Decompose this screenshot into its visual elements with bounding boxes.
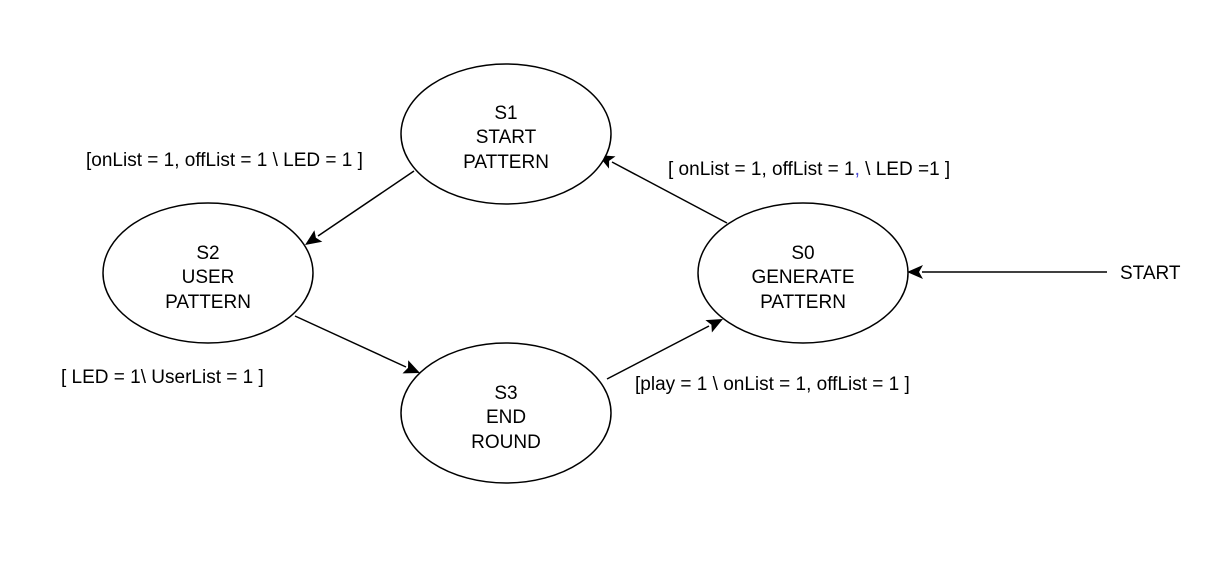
state-s0: S0 GENERATE PATTERN [697,202,909,344]
label-s2-to-s3: [ LED = 1\ UserList = 1 ] [61,367,264,388]
state-s1-line2: PATTERN [463,152,549,173]
start-label: START [1120,263,1181,284]
state-s2-line2: PATTERN [165,292,251,313]
state-s2-id: S2 [196,243,219,264]
edge-s1-s2-line [317,170,415,237]
label-s0-to-s1-before: [ onList = 1, offList = 1 [668,159,855,180]
label-s0-to-s1: [ onList = 1, offList = 1, \ LED =1 ] [668,159,950,180]
state-s2: S2 USER PATTERN [102,202,314,344]
state-s1: S1 START PATTERN [400,63,612,205]
state-s1-line1: START [476,127,537,148]
label-s1-to-s2: [onList = 1, offList = 1 \ LED = 1 ] [86,150,363,171]
state-s3-ellipse [400,342,612,484]
edge-s3-s0-arrowhead [705,319,723,333]
state-s3-id: S3 [494,383,517,404]
state-s1-id: S1 [494,103,517,124]
state-s2-ellipse [102,202,314,344]
start-arrowhead [907,265,923,279]
state-s0-ellipse [697,202,909,344]
edge-s0-s1-line [611,161,728,224]
state-s0-id: S0 [791,243,814,264]
label-s0-to-s1-after: \ LED =1 ] [860,159,950,180]
edge-s3-s0-line [606,325,710,380]
state-s0-line2: PATTERN [760,292,846,313]
state-s3-line2: ROUND [471,432,541,453]
transitions [294,155,1107,380]
state-s0-line1: GENERATE [751,267,854,288]
label-s3-to-s0: [play = 1 \ onList = 1, offList = 1 ] [635,374,910,395]
label-s0-to-s1-comma: , [855,159,860,180]
state-s1-ellipse [400,63,612,205]
state-s3: S3 END ROUND [400,342,612,484]
state-s3-line1: END [486,407,526,428]
edge-s2-s3-arrowhead [402,360,420,374]
edge-s1-s2-arrowhead [305,230,323,245]
state-s2-line1: USER [182,267,235,288]
edge-s2-s3-line [294,315,407,368]
